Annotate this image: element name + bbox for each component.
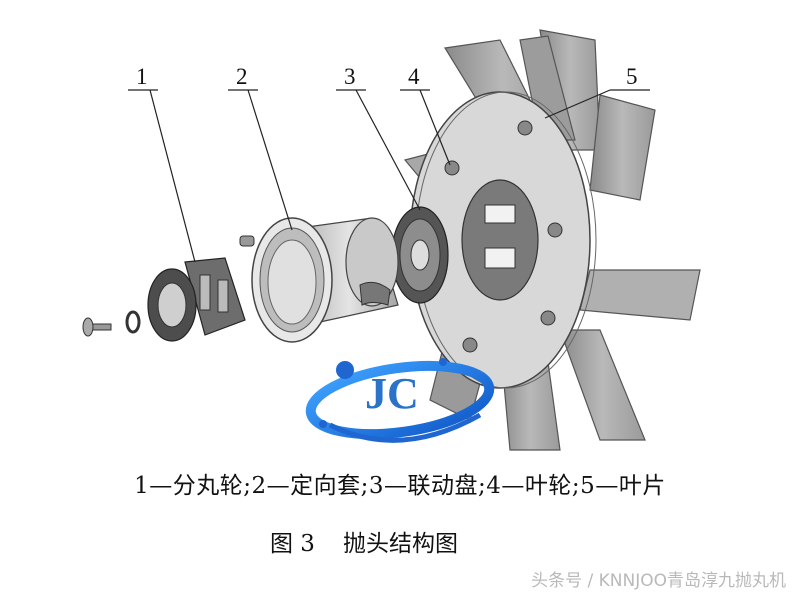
callout-4: 4 xyxy=(408,64,420,89)
callout-2: 2 xyxy=(236,64,248,89)
parts-legend: 1—分丸轮;2—定向套;3—联动盘;4—叶轮;5—叶片 xyxy=(134,473,666,499)
callout-1: 1 xyxy=(136,64,148,89)
figure-caption: 图 3 抛头结构图 xyxy=(270,524,458,558)
bolt xyxy=(82,310,141,337)
figure-number: 图 3 xyxy=(270,531,315,557)
figure-title: 抛头结构图 xyxy=(342,531,458,557)
callout-3: 3 xyxy=(344,64,356,89)
leader-lines xyxy=(128,89,650,263)
coupling-disc xyxy=(391,206,449,304)
logo-text: JC xyxy=(365,369,419,418)
distributor-wheel xyxy=(147,257,246,342)
watermark: 头条号 / KNNJOO青岛淳九抛丸机 xyxy=(531,571,786,591)
directional-sleeve xyxy=(239,217,399,343)
jc-logo xyxy=(305,358,495,443)
callout-5: 5 xyxy=(626,64,638,89)
